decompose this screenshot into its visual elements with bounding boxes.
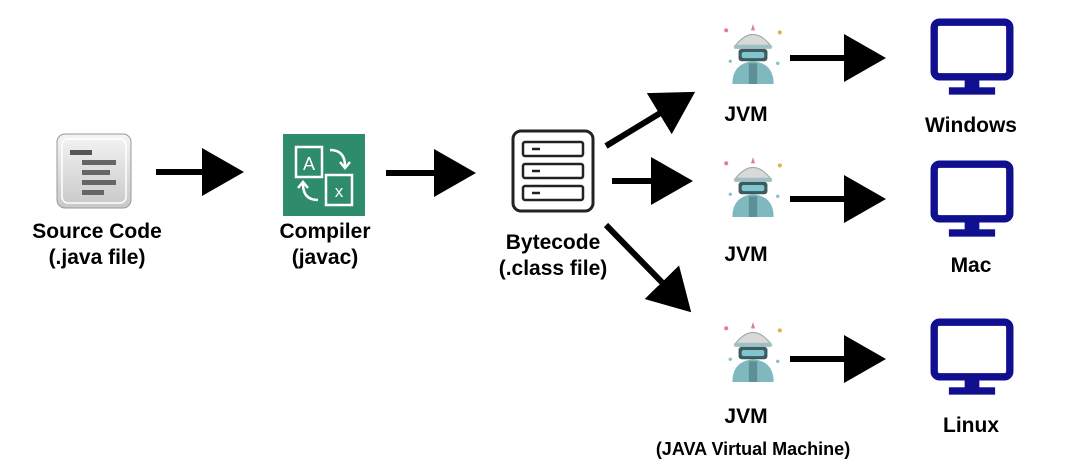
svg-text:A: A (303, 154, 315, 174)
jvm-top-label: JVM (724, 103, 767, 126)
mac-label: Mac (951, 254, 992, 277)
source-label-line2: (.java file) (49, 246, 146, 269)
translate-icon: A x (283, 134, 365, 216)
jvm-bottom-icon (723, 321, 783, 383)
server-stack-icon (511, 129, 595, 213)
jvm-mid-label: JVM (724, 243, 767, 266)
jvm-bottom-label: JVM (724, 405, 767, 428)
compiler-label-line1: Compiler (279, 220, 370, 243)
compiler-label-line2: (javac) (292, 246, 359, 269)
mac-monitor-icon (934, 164, 1010, 236)
linux-monitor-icon (934, 322, 1010, 394)
arrow-bytecode-to-jvm-bottom (603, 222, 692, 313)
jvm-bottom-sublabel: (JAVA Virtual Machine) (656, 439, 850, 459)
arrow-bytecode-to-jvm-top (604, 91, 696, 149)
jvm-mid-icon (723, 156, 783, 218)
bytecode-label-line2: (.class file) (499, 257, 608, 280)
source-label-line1: Source Code (32, 220, 162, 243)
svg-text:x: x (335, 182, 344, 201)
bytecode-label-line1: Bytecode (506, 231, 601, 254)
windows-monitor-icon (934, 22, 1010, 94)
source-code-icon (56, 133, 132, 209)
windows-label: Windows (925, 114, 1017, 137)
jvm-top-icon (723, 23, 783, 85)
linux-label: Linux (943, 414, 999, 437)
